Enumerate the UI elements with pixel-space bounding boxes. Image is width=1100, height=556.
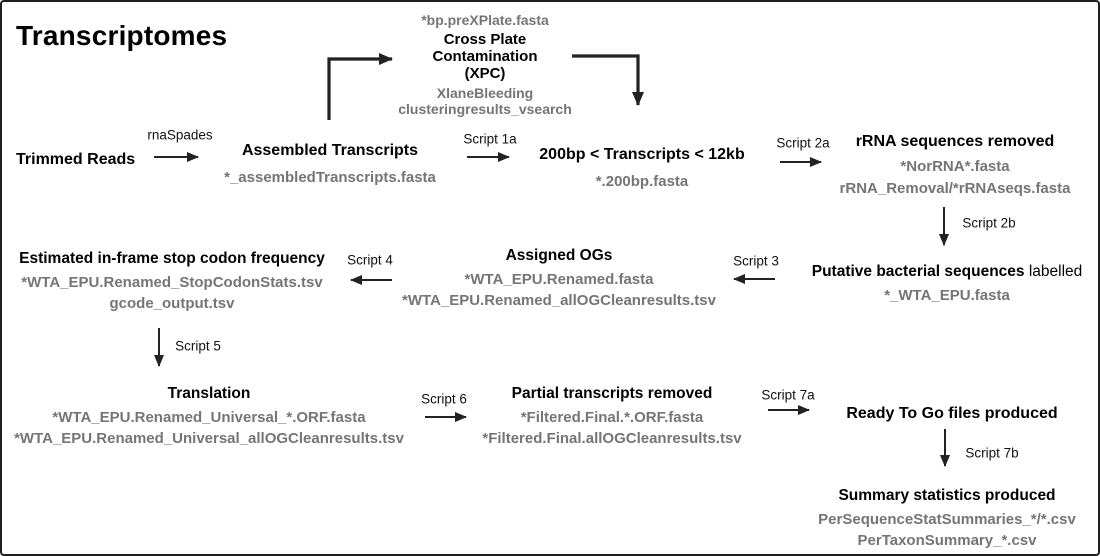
- node-stopcodon-file-2: gcode_output.tsv: [109, 295, 235, 312]
- node-translation-file-1: *WTA_EPU.Renamed_Universal_*.ORF.fasta: [52, 409, 366, 426]
- node-assigned-ogs: Assigned OGs *WTA_EPU.Renamed.fasta *WTA…: [402, 245, 716, 311]
- xpc-title-line-2: Contamination: [432, 48, 538, 65]
- node-assembled-file: *_assembledTranscripts.fasta: [224, 169, 436, 186]
- page-title: Transcriptomes: [16, 20, 228, 51]
- node-putative-title-regular: labelled: [1028, 263, 1083, 280]
- xpc-title-line-3: (XPC): [464, 65, 506, 82]
- node-putative-title: Putative bacterial sequences labelled: [812, 261, 1083, 282]
- arrow-label-script-6: Script 6: [421, 391, 467, 407]
- node-stop-codon-frequency: Estimated in-frame stop codon frequency …: [19, 248, 325, 314]
- node-summary-file-1: PerSequenceStatSummaries_*/*.csv: [818, 511, 1076, 528]
- node-assigned-file-1: *WTA_EPU.Renamed.fasta: [464, 271, 654, 288]
- node-rrna-file-2: rRNA_Removal/*rRNAseqs.fasta: [839, 180, 1071, 197]
- arrow-label-script-4: Script 4: [347, 252, 393, 268]
- arrow-label-script-3: Script 3: [733, 253, 779, 269]
- node-trimmed-reads: Trimmed Reads: [16, 149, 135, 173]
- node-size-filter: 200bp < Transcripts < 12kb *.200bp.fasta: [539, 143, 744, 194]
- node-partial-file-1: *Filtered.Final.*.ORF.fasta: [520, 409, 704, 426]
- node-rrna-title: rRNA sequences removed: [855, 133, 1055, 150]
- node-assembled-title: Assembled Transcripts: [241, 142, 419, 159]
- arrow-label-script-2b: Script 2b: [962, 215, 1016, 231]
- arrow-label-script-1a: Script 1a: [463, 131, 517, 147]
- node-translation: Translation *WTA_EPU.Renamed_Universal_*…: [14, 383, 404, 449]
- node-stopcodon-title: Estimated in-frame stop codon frequency: [19, 250, 325, 267]
- xpc-file-2: clusteringresults_vsearch: [398, 101, 572, 117]
- node-cross-plate-contamination: *bp.preXPlate.fasta Cross Plate Contamin…: [398, 12, 572, 117]
- node-summary-file-2: PerTaxonSummary_*.csv: [857, 532, 1037, 549]
- node-size-filter-file: *.200bp.fasta: [595, 173, 689, 190]
- arrow-label-script-7b: Script 7b: [965, 445, 1019, 461]
- node-partial-title: Partial transcripts removed: [511, 385, 713, 402]
- xpc-title-line-1: Cross Plate: [443, 31, 527, 48]
- node-stopcodon-file-1: *WTA_EPU.Renamed_StopCodonStats.tsv: [21, 274, 323, 291]
- node-rrna-file-1: *NorRNA*.fasta: [900, 158, 1010, 175]
- node-assigned-file-2: *WTA_EPU.Renamed_allOGCleanresults.tsv: [402, 292, 716, 309]
- xpc-file-1: XlaneBleeding: [436, 85, 534, 101]
- node-assembled-transcripts: Assembled Transcripts *_assembledTranscr…: [224, 139, 436, 190]
- node-ready-to-go: Ready To Go files produced: [846, 403, 1057, 427]
- node-ready-title: Ready To Go files produced: [846, 405, 1058, 422]
- node-partial-file-2: *Filtered.Final.allOGCleanresults.tsv: [482, 430, 742, 447]
- node-summary-title: Summary statistics produced: [838, 487, 1056, 504]
- node-summary-statistics: Summary statistics produced PerSequenceS…: [818, 485, 1076, 551]
- node-rrna-removed: rRNA sequences removed *NorRNA*.fasta rR…: [840, 131, 1071, 200]
- node-putative-file: *_WTA_EPU.fasta: [884, 287, 1010, 304]
- node-size-filter-title: 200bp < Transcripts < 12kb: [539, 146, 745, 163]
- arrow-label-script-5: Script 5: [175, 338, 221, 354]
- node-partial-removed: Partial transcripts removed *Filtered.Fi…: [482, 383, 741, 449]
- node-putative-bacterial: Putative bacterial sequences labelled *_…: [812, 261, 1083, 306]
- arrow-label-script-7a: Script 7a: [761, 387, 815, 403]
- node-trimmed-reads-title: Trimmed Reads: [16, 151, 136, 168]
- arrow-label-script-2a: Script 2a: [776, 135, 830, 151]
- xpc-pre-file: *bp.preXPlate.fasta: [421, 12, 549, 28]
- node-translation-title: Translation: [167, 385, 251, 402]
- arrow-elbow-to-xpc: [327, 53, 393, 120]
- node-putative-title-bold: Putative bacterial sequences: [811, 263, 1025, 280]
- arrow-elbow-from-xpc: [572, 54, 644, 106]
- node-assigned-title: Assigned OGs: [505, 247, 613, 264]
- arrow-label-rnaspades: rnaSpades: [147, 127, 213, 143]
- node-translation-file-2: *WTA_EPU.Renamed_Universal_allOGCleanres…: [14, 430, 404, 447]
